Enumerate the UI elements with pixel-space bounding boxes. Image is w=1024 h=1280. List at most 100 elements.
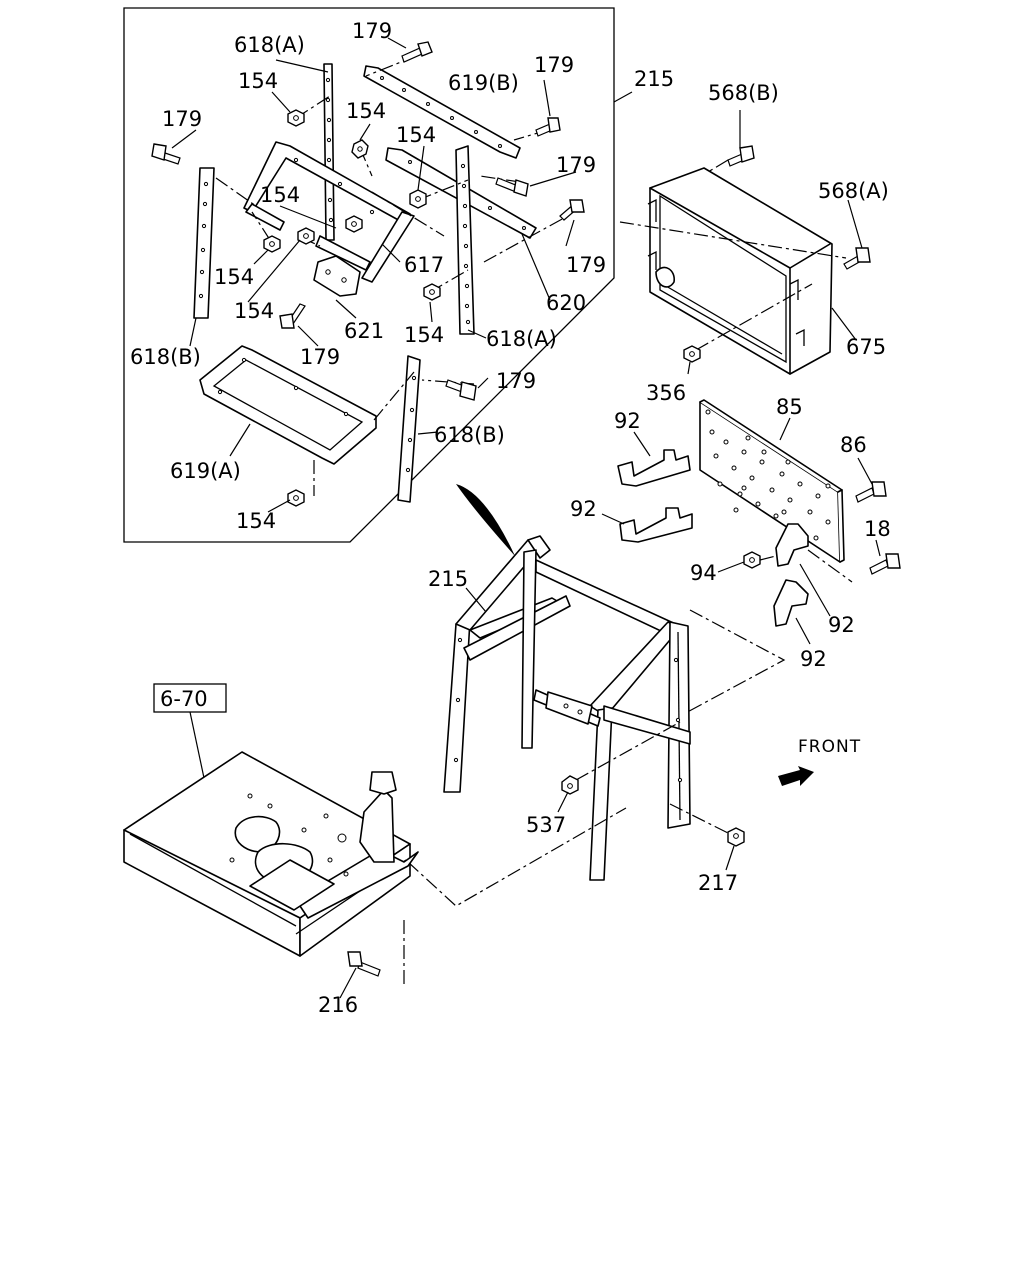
callout-92-c: 92 [828,613,855,637]
nut-154-5 [297,227,315,245]
callout-617: 617 [404,253,444,277]
callout-215-main: 215 [428,567,468,591]
plate-hole [709,429,715,435]
callout-154-h: 154 [236,509,276,533]
dash-main [403,721,731,984]
front-label: FRONT [798,737,861,757]
callout-154-d: 154 [260,183,300,207]
callout-154-g: 154 [404,323,444,347]
callout-92-b: 92 [570,497,597,521]
nut-154-2 [351,139,369,159]
callout-568b: 568(B) [708,81,779,105]
nut-537 [561,775,579,795]
dash-plate [679,549,853,717]
bracket-92-c [775,523,809,567]
bolt-179-e [559,199,585,221]
plate-hole [779,471,785,477]
bolt-86 [855,481,887,503]
nut-94 [743,551,761,569]
callout-179-f: 179 [300,345,340,369]
plate-leaders [601,417,881,645]
frame-619a [199,345,377,465]
nut-154-3 [409,189,427,209]
bolt-179-a [401,41,433,63]
detail-inset-frame [123,7,615,543]
plate-85 [699,399,845,563]
plate-hole [785,459,791,465]
plate-hole [759,459,765,465]
plate-hole [731,465,737,471]
strap-618a-left [323,63,335,241]
ref-leader-6-70 [189,711,205,779]
callout-179-b: 179 [534,53,574,77]
bracket-92-b [619,507,693,543]
callout-537: 537 [526,813,566,837]
nut-356 [683,345,701,363]
callout-85: 85 [776,395,803,419]
nut-154-7 [345,215,363,233]
callout-568a: 568(A) [818,179,889,203]
bolt-568b [727,145,755,167]
floor-leaders [339,967,357,999]
plate-hole [825,483,831,489]
floor-plate [123,751,419,957]
box-leaders [687,110,863,375]
plate-hole [705,409,711,415]
plate-hole [761,449,767,455]
bolt-179-d [495,177,529,197]
plate-hole [781,509,787,515]
dash-568b [707,159,729,173]
callout-154-e: 154 [214,265,254,289]
nut-154-6 [423,283,441,301]
bolt-179-b [535,117,561,137]
inset-leaders [171,37,633,513]
callout-217: 217 [698,871,738,895]
dash-568a [619,221,847,259]
bar-619b [363,65,521,159]
main-leaders [465,587,735,871]
detail-pointer [456,484,515,556]
strap-618a-right [455,145,475,335]
callout-621: 621 [344,319,384,343]
bolt-179-c [151,143,181,165]
frame-617 [243,141,415,283]
plate-hole [723,439,729,445]
front-arrow-icon [778,766,814,786]
callout-94: 94 [690,561,717,585]
bolt-568a [843,247,871,270]
callout-356: 356 [646,381,686,405]
nut-154-1 [287,109,305,127]
callout-216: 216 [318,993,358,1017]
callout-618a-top: 618(A) [234,33,305,57]
callout-179-e: 179 [566,253,606,277]
callout-179-d: 179 [556,153,596,177]
plate-hole [713,453,719,459]
callout-619b: 619(B) [448,71,519,95]
strap-618b-right [397,355,421,503]
callout-154-b: 154 [346,99,386,123]
callout-154-f: 154 [234,299,274,323]
nut-217 [727,827,745,847]
callout-92-a: 92 [614,409,641,433]
nut-154-4 [263,235,281,253]
strap-618b-left [193,167,215,319]
plate-hole [797,481,803,487]
frame-215 [443,535,691,881]
plate-621 [313,255,361,297]
bolt-216 [347,951,381,977]
callout-154-c: 154 [396,123,436,147]
callout-215-inset: 215 [634,67,674,91]
bracket-92-d [773,579,809,627]
dash-356 [695,283,813,351]
callout-619a: 619(A) [170,459,241,483]
nut-154-8 [287,489,305,507]
inset-dash-lines [215,55,565,496]
callout-675: 675 [846,335,886,359]
callout-154-a: 154 [238,69,278,93]
callout-618b-right: 618(B) [434,423,505,447]
plate-hole [825,519,831,525]
callout-618b-left: 618(B) [130,345,201,369]
plate-hole [733,507,739,513]
bolt-179-f [279,303,306,329]
callout-86: 86 [840,433,867,457]
